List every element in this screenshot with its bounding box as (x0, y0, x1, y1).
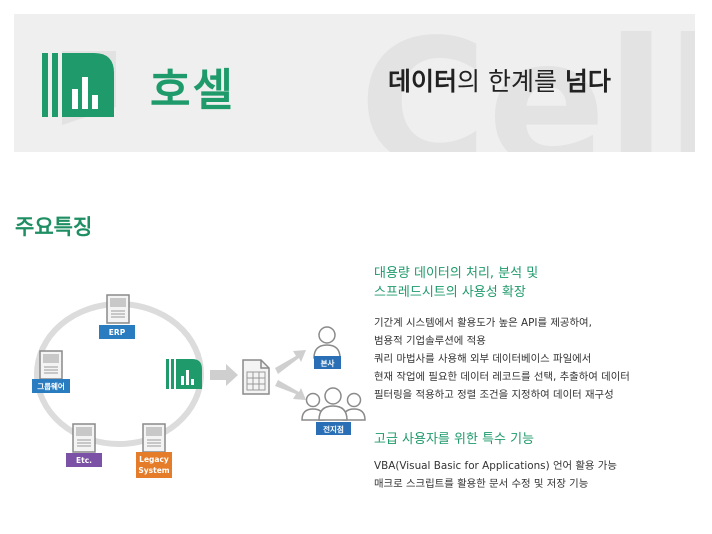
arrow-up-icon (275, 350, 306, 374)
groupware-node: 그룹웨어 (32, 350, 70, 393)
feature-title: 고급 사용자를 위한 특수 기능 (374, 430, 617, 449)
server-icon (72, 423, 96, 453)
server-icon (39, 350, 63, 380)
feature-large-data: 대용량 데이터의 처리, 분석 및 스프레드시트의 사용성 확장 기간계 시스템… (374, 264, 630, 404)
spreadsheet-icon (242, 359, 270, 395)
feature-body-line: 매크로 스크립트를 활용한 문서 수정 및 저장 기능 (374, 478, 589, 490)
hocell-logo-icon (42, 51, 116, 125)
feature-body-line: VBA(Visual Basic for Applications) 언어 활용… (374, 460, 617, 472)
all-branches-label: 전지점 (323, 424, 344, 434)
feature-title: 대용량 데이터의 처리, 분석 및 스프레드시트의 사용성 확장 (374, 264, 630, 302)
feature-body: VBA(Visual Basic for Applications) 언어 활용… (374, 457, 617, 493)
group-people-icon (301, 387, 366, 421)
server-icon (142, 423, 166, 453)
erp-node: ERP (99, 294, 135, 339)
etc-label: Etc. (76, 456, 92, 465)
banner-slogan: 데이터의 한계를 넘다 (388, 62, 611, 98)
erp-label: ERP (109, 328, 126, 337)
data-flow-diagram: ERP 그룹웨어 Etc. Legacy System (32, 294, 366, 478)
slogan-part-3: 넘다 (564, 67, 611, 96)
feature-body-line: 범용적 기업솔루션에 적용 (374, 335, 486, 347)
feature-body: 기간계 시스템에서 활용도가 높은 API를 제공하여, 범용적 기업솔루션에 … (374, 314, 630, 404)
server-icon (106, 294, 130, 324)
brand-name: 호셀 (150, 65, 235, 116)
legacy-label-line1: Legacy (139, 455, 169, 464)
feature-advanced-users: 고급 사용자를 위한 특수 기능 VBA(Visual Basic for Ap… (374, 430, 617, 493)
headquarters-label: 본사 (321, 358, 335, 368)
hero-banner: Cell 호셀 데이터의 한계를 넘다 (14, 14, 695, 152)
all-branches-node: 전지점 (301, 387, 366, 435)
feature-title-line: 고급 사용자를 위한 특수 기능 (374, 432, 535, 447)
cell-watermark: Cell (359, 14, 695, 152)
arrow-icon (210, 364, 238, 386)
hocell-logo-icon (166, 359, 202, 389)
watermark-text: Cell (359, 14, 695, 152)
legacy-label-line2: System (138, 466, 169, 475)
arrow-down-icon (275, 380, 306, 400)
headquarters-node: 본사 (313, 326, 341, 369)
slogan-part-2: 의 한계를 (457, 67, 565, 96)
feature-body-line: 쿼리 마법사를 사용해 외부 데이터베이스 파일에서 (374, 353, 592, 365)
feature-title-line: 스프레드시트의 사용성 확장 (374, 285, 526, 300)
legacy-system-node: Legacy System (136, 423, 172, 478)
section-title: 주요특징 (15, 215, 93, 239)
groupware-label: 그룹웨어 (37, 381, 65, 391)
feature-body-line: 기간계 시스템에서 활용도가 높은 API를 제공하여, (374, 317, 592, 329)
feature-body-line: 현재 작업에 필요한 데이터 레코드를 선택, 추출하여 데이터 (374, 371, 630, 383)
single-person-icon (313, 326, 341, 359)
etc-node: Etc. (66, 423, 102, 467)
slogan-part-1: 데이터 (388, 67, 458, 96)
feature-body-line: 필터링을 적용하고 정렬 조건을 지정하여 데이터 재구성 (374, 389, 614, 401)
feature-title-line: 대용량 데이터의 처리, 분석 및 (374, 266, 539, 281)
